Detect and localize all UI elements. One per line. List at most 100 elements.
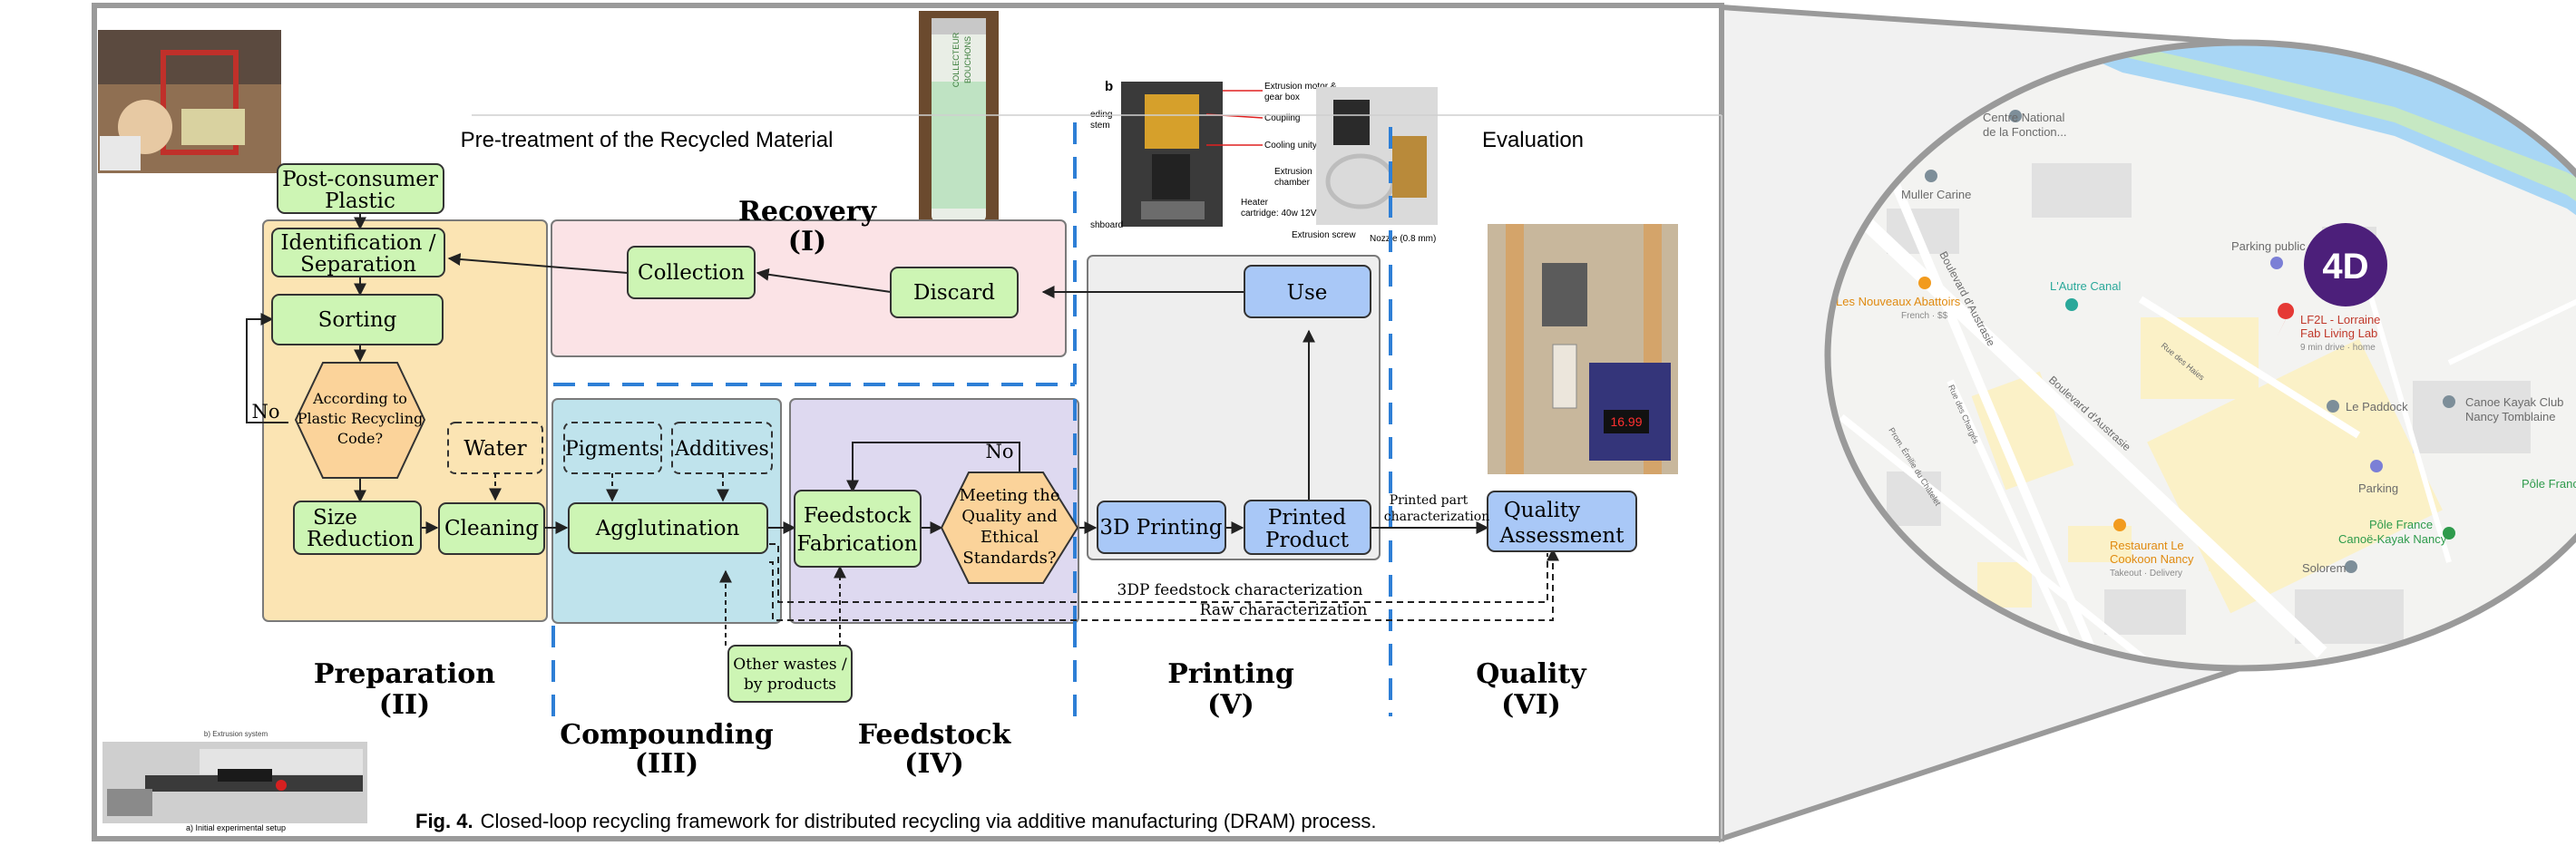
quality-stage-name: Quality xyxy=(1476,658,1587,690)
heater-label-2: cartridge: 40w 12V xyxy=(1241,209,1317,219)
header-pretreatment: Pre-treatment of the Recycled Material xyxy=(461,128,834,152)
extruder-panel-letter: b xyxy=(1105,79,1113,94)
water-label: Water xyxy=(463,437,526,461)
map-label-parking: Parking xyxy=(2358,481,2398,495)
additives-node: Additives xyxy=(671,422,773,474)
meeting-label-4: Standards? xyxy=(962,549,1056,568)
use-label: Use xyxy=(1287,281,1328,305)
pigments-node: Pigments xyxy=(563,422,662,474)
feedstock-char-label: 3DP feedstock characterization xyxy=(1117,581,1363,599)
agglutination-label: Agglutination xyxy=(595,517,740,540)
meeting-label-1: Meeting the xyxy=(959,486,1059,505)
map-label-lf2l-2: Fab Living Lab xyxy=(2300,326,2377,340)
map-label-kayak-club: Canoe Kayak Club xyxy=(2465,395,2563,409)
experimental-setup-photo: b) Extrusion system a) Initial experimen… xyxy=(102,730,367,832)
meter-display: 16.99 xyxy=(1610,414,1642,429)
map-label-pole-france-canoe-2: Canoë-Kayak Nancy xyxy=(2338,532,2447,546)
decision-label-2: Plastic Recycling xyxy=(298,410,423,427)
bottle-label-2: BOUCHONS xyxy=(963,36,972,83)
post-consumer-node: Post-consumer Plastic xyxy=(277,163,444,214)
motor-label-2: gear box xyxy=(1264,92,1300,102)
extruder-photo-b: b eding stem Extrusion motor & gear box … xyxy=(1090,79,1337,230)
cooling-label: Cooling unity xyxy=(1264,141,1317,151)
map-label-centre-national: Centre National xyxy=(1983,111,2064,124)
caption-label: Fig. 4. xyxy=(415,810,473,832)
bottle-photo: COLLECTEUR BOUCHONS xyxy=(919,11,999,221)
cleaning-label: Cleaning xyxy=(444,517,539,540)
quality-assessment-node: Quality Assessment xyxy=(1487,491,1637,552)
recovery-stage-name: Recovery xyxy=(738,196,878,228)
no-label-2: No xyxy=(985,441,1013,462)
size-reduction-label-2: Reduction xyxy=(307,528,415,551)
post-consumer-label-2: Plastic xyxy=(325,190,395,213)
coupling-label: Coupling xyxy=(1264,113,1300,123)
identification-label-1: Identification / xyxy=(280,231,435,255)
map-label-abattoirs: Les Nouveaux Abattoirs xyxy=(1836,295,1961,308)
discard-node: Discard xyxy=(890,267,1019,318)
dashboard-label: shboard xyxy=(1090,220,1123,230)
printed-product-node: Printed Product xyxy=(1244,500,1371,555)
quality-assessment-label-1: Quality xyxy=(1504,499,1580,522)
preparation-stage-num: (II) xyxy=(379,689,430,721)
meeting-label-2: Quality and xyxy=(961,507,1058,526)
3d-printing-label: 3D Printing xyxy=(1099,516,1222,540)
printing-stage-num: (V) xyxy=(1207,689,1254,721)
feedstock-fabrication-node: Feedstock Fabrication xyxy=(794,490,922,568)
feedstock-fab-label-2: Fabrication xyxy=(796,532,917,556)
cleaning-node: Cleaning xyxy=(438,502,545,555)
other-wastes-node: Other wastes / by products xyxy=(727,645,853,703)
map-label-solorem: Solorem xyxy=(2302,561,2346,575)
map-label-lf2l-3: 9 min drive · home xyxy=(2300,343,2376,353)
decision-label-1: According to xyxy=(312,390,407,407)
map-label-cookoon: Restaurant Le xyxy=(2110,539,2184,552)
map-label-pole-france: Pôle France xyxy=(2522,477,2576,491)
additives-label: Additives xyxy=(674,438,769,461)
post-consumer-label-1: Post-consumer xyxy=(282,168,438,191)
agglutination-node: Agglutination xyxy=(568,502,768,554)
quality-standards-decision: Meeting the Quality and Ethical Standard… xyxy=(940,472,1079,584)
feedstock-stage-name: Feedstock xyxy=(858,719,1012,751)
recycling-code-decision: According to Plastic Recycling Code? xyxy=(294,362,426,479)
printed-product-label-1: Printed xyxy=(1268,506,1346,530)
collection-node: Collection xyxy=(627,246,756,299)
printed-part-char-label-2: characterization xyxy=(1384,510,1489,524)
4d-logo: 4D xyxy=(2322,247,2368,287)
other-wastes-label-1: Other wastes / xyxy=(733,656,847,674)
map-label-cookoon-2: Cookoon Nancy xyxy=(2110,552,2194,566)
screw-label: Extrusion screw xyxy=(1292,230,1356,240)
identification-label-2: Separation xyxy=(300,253,416,277)
collection-label: Collection xyxy=(638,261,745,285)
feedstock-fab-label-1: Feedstock xyxy=(804,504,912,528)
decision-label-3: Code? xyxy=(337,430,383,447)
chamber-label-2: chamber xyxy=(1274,178,1311,188)
map-label-centre-national-2: de la Fonction... xyxy=(1983,125,2067,139)
map-label-pole-france-canoe: Pôle France xyxy=(2369,518,2433,531)
heater-label-1: Heater xyxy=(1241,198,1269,208)
water-node: Water xyxy=(447,422,543,474)
sorting-node: Sorting xyxy=(271,294,444,345)
motor-label-1: Extrusion motor & xyxy=(1264,82,1337,92)
extruder-photo-c: Extrusion chamber Heater cartridge: 40w … xyxy=(1241,87,1438,244)
quality-assessment-label-2: Assessment xyxy=(1499,524,1625,548)
stage-separators xyxy=(551,122,1392,716)
other-wastes-label-2: by products xyxy=(744,676,836,694)
map-label-parking-public: Parking public xyxy=(2231,239,2306,253)
tensile-tester-photo: 16.99 xyxy=(1488,224,1678,474)
compounding-stage-name: Compounding xyxy=(560,719,773,751)
map-label-muller: Muller Carine xyxy=(1901,188,1971,201)
map-magnifier-border xyxy=(1824,39,2576,672)
quality-stage-num: (VI) xyxy=(1501,689,1561,721)
map-label-kayak-club-2: Nancy Tomblaine xyxy=(2465,410,2555,423)
no-label: No xyxy=(251,401,279,423)
printed-part-char-label-1: Printed part xyxy=(1390,493,1469,508)
identification-node: Identification / Separation xyxy=(271,228,445,277)
nozzle-label: Nozzle (0.8 mm) xyxy=(1370,234,1436,244)
map-label-paddock: Le Paddock xyxy=(2346,400,2408,413)
stage-titles: Preparation (II) Compounding (III) Feeds… xyxy=(314,658,1587,780)
use-node: Use xyxy=(1244,265,1371,318)
setup-caption: a) Initial experimental setup xyxy=(186,823,286,832)
size-reduction-label-1: Size xyxy=(313,506,357,530)
map-label-autre-canal: L'Autre Canal xyxy=(2050,279,2121,293)
flow-connectors xyxy=(246,213,1559,646)
